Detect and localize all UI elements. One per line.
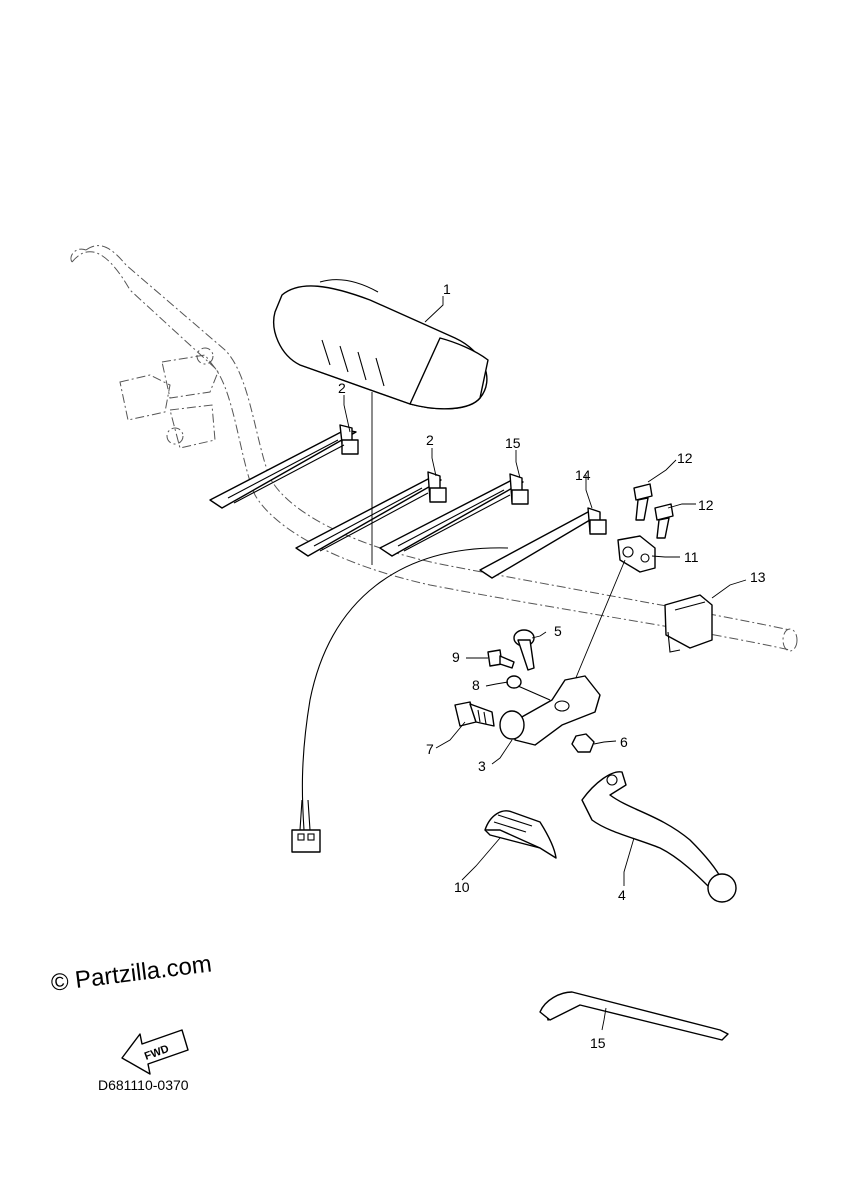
callout-2a: 2 (338, 380, 346, 396)
part-11-clamp (617, 535, 656, 573)
callout-12a: 12 (677, 450, 693, 466)
callout-1: 1 (443, 281, 451, 297)
callout-15b: 15 (590, 1035, 606, 1051)
part-10-boot (484, 810, 557, 859)
part-3-bracket (499, 675, 601, 746)
callout-7: 7 (426, 741, 434, 757)
callout-11: 11 (684, 549, 699, 565)
callout-8: 8 (472, 677, 480, 693)
part-8-washer (506, 675, 551, 701)
part-15-cable-tie-a (379, 473, 529, 557)
part-1-housing (273, 279, 489, 410)
callout-15a: 15 (505, 435, 521, 451)
leader-lines (343, 296, 747, 1031)
part-2-cable-tie-b (295, 471, 447, 557)
callout-4: 4 (618, 887, 626, 903)
diagram-code: D681110-0370 (98, 1077, 189, 1093)
callout-14: 14 (575, 467, 591, 483)
callout-10: 10 (454, 879, 470, 895)
part-9-bolt (487, 649, 515, 669)
fwd-arrow-icon: FWD (121, 1029, 189, 1075)
callout-5: 5 (554, 623, 562, 639)
watermark: © Partzilla.com (49, 950, 213, 997)
handlebar-outline (70, 245, 798, 652)
callout-3: 3 (478, 758, 486, 774)
part-14-cable-tie (479, 507, 607, 579)
part-2-cable-tie-a (209, 424, 359, 509)
part-12-bolt-a (633, 483, 653, 521)
part-5-bolt (513, 629, 535, 671)
switch-cable (291, 547, 509, 853)
callout-13: 13 (750, 569, 766, 585)
part-6-nut (571, 733, 595, 753)
part-13-holder (664, 594, 713, 653)
callout-6: 6 (620, 734, 628, 750)
part-7-adjuster (454, 701, 495, 727)
part-12-bolt-b (654, 503, 674, 539)
callout-12b: 12 (698, 497, 714, 513)
callout-9: 9 (452, 649, 460, 665)
part-4-lever (581, 771, 737, 903)
part-15-cable-tie-b (539, 991, 729, 1041)
callout-2b: 2 (426, 432, 434, 448)
